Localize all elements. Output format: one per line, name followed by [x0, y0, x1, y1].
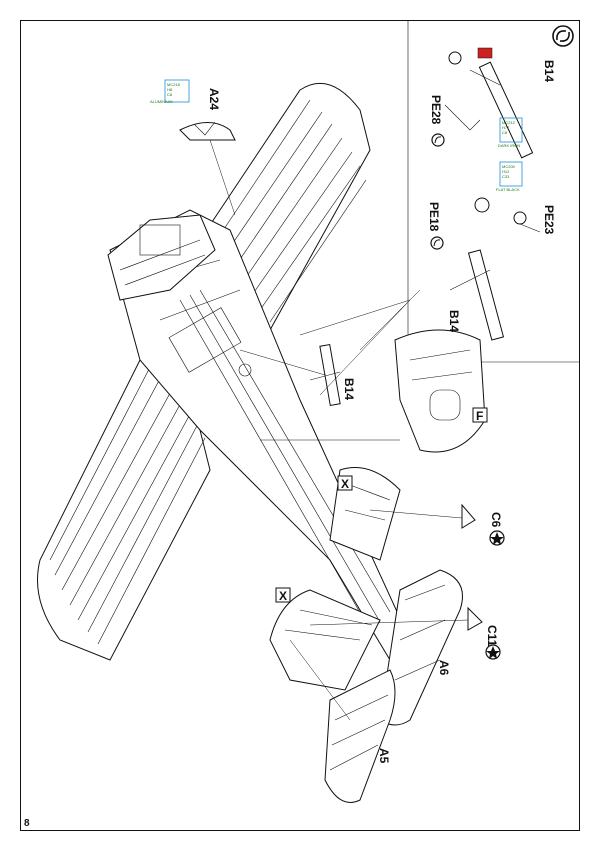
- svg-text:F: F: [476, 409, 483, 423]
- elevator-a5: [324, 669, 396, 803]
- label-a24: A24: [207, 88, 221, 110]
- svg-text:MC218: MC218: [167, 82, 181, 87]
- svg-text:MC200: MC200: [502, 164, 516, 169]
- svg-text:FLAT BLACK: FLAT BLACK: [496, 187, 520, 192]
- label-c11: C11: [485, 625, 499, 647]
- svg-text:X: X: [341, 477, 349, 491]
- page-number: 8: [24, 818, 30, 829]
- label-c6: C6: [489, 512, 503, 528]
- svg-text:MC212: MC212: [502, 120, 516, 125]
- svg-text:X: X: [279, 589, 287, 603]
- paint-code-pe18: MC200 H12 C33 FLAT BLACK: [496, 161, 523, 192]
- label-x1-box: X: [337, 475, 353, 491]
- svg-text:ALUMINIUM: ALUMINIUM: [150, 99, 172, 104]
- svg-text:C8: C8: [167, 92, 173, 97]
- cockpit-panel-f: [394, 329, 486, 453]
- label-pe18: PE18: [427, 202, 441, 232]
- label-pe28: PE28: [429, 95, 443, 125]
- label-pe23: PE23: [542, 205, 556, 235]
- paint-code-b14: MC212 H77 C8 DARK IRON: [498, 117, 523, 148]
- label-b14-main: B14: [342, 378, 356, 400]
- star-in-circle-icon: [485, 644, 501, 660]
- page-frame: [20, 20, 580, 831]
- circle-arrow-icon: [552, 25, 574, 47]
- bend-arrow-icon: [431, 133, 445, 147]
- svg-text:H8: H8: [167, 87, 173, 92]
- label-b14-top: B14: [542, 60, 556, 82]
- part-pe18: [474, 197, 490, 213]
- bend-arrow-icon: [430, 236, 444, 250]
- part-a24: [179, 121, 236, 141]
- decal-c11-triangle: [467, 606, 483, 631]
- star-in-circle-icon: [489, 530, 505, 546]
- label-f-box: F: [472, 407, 488, 423]
- part-b14-main: [309, 344, 341, 406]
- label-x2-box: X: [275, 587, 291, 603]
- paint-code-a24: MC218 H8 C8 ALUMINIUM: [150, 79, 190, 104]
- decal-c6-triangle: [461, 503, 476, 529]
- svg-text:C8: C8: [502, 130, 508, 135]
- label-a5: A5: [377, 748, 391, 764]
- engine-block: [107, 214, 216, 301]
- label-b14-bottom: B14: [447, 310, 461, 332]
- svg-text:DARK IRON: DARK IRON: [498, 143, 520, 148]
- label-a6: A6: [437, 660, 451, 676]
- svg-text:H12: H12: [502, 169, 510, 174]
- leader-lines: [209, 139, 469, 721]
- tail-stabiliser: [269, 467, 401, 691]
- part-pe23: [513, 211, 541, 233]
- svg-text:C33: C33: [502, 174, 510, 179]
- part-b14-detail-top: [469, 47, 534, 159]
- part-b14-detail-bottom: [449, 249, 505, 341]
- svg-text:H77: H77: [502, 125, 510, 130]
- upper-wing-left: [37, 339, 211, 661]
- part-pe28: [444, 51, 481, 131]
